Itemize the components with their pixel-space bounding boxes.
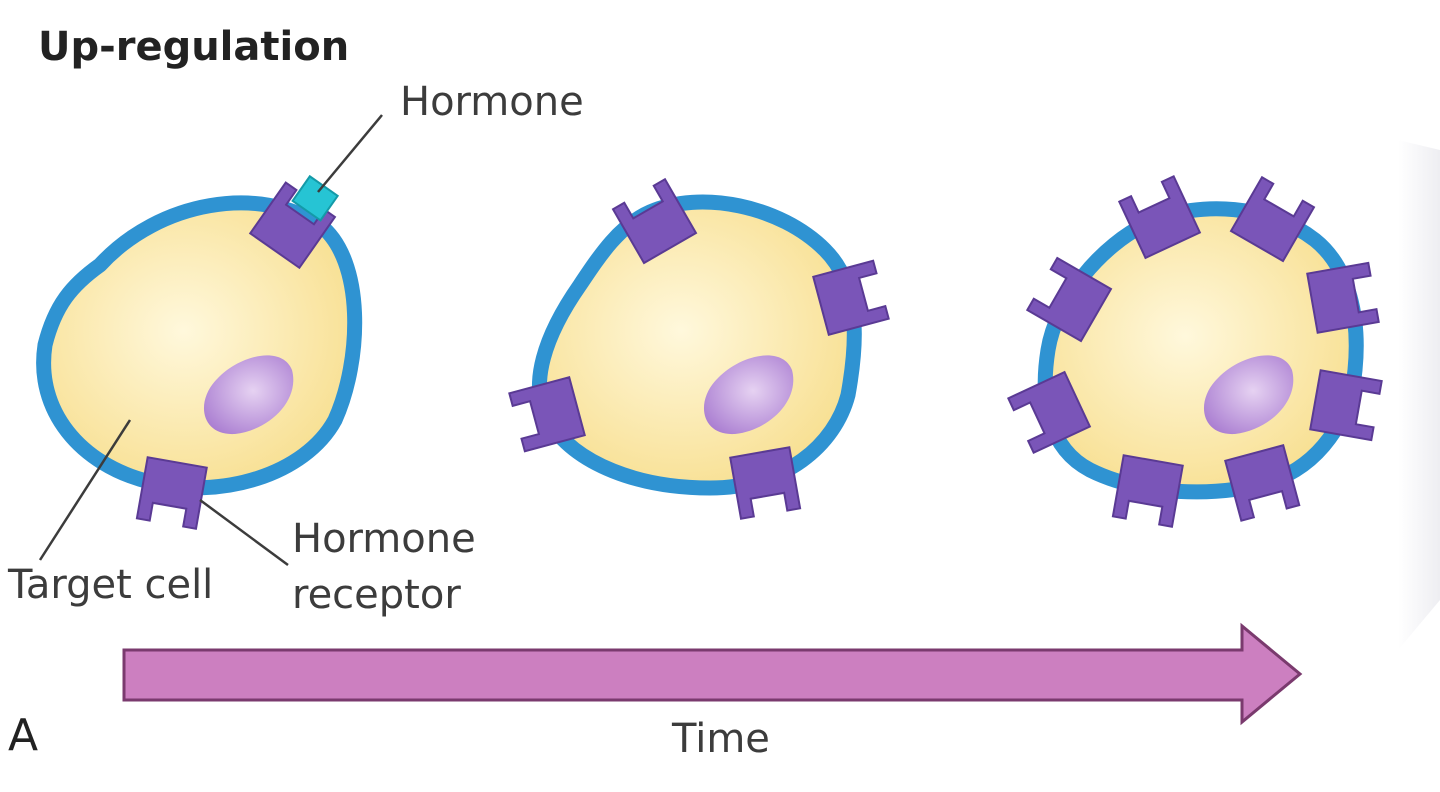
cell-membrane (1037, 201, 1364, 500)
panel-letter: A (8, 710, 38, 761)
cell-stage-3 (1007, 175, 1383, 528)
cell-nucleus (1203, 355, 1294, 435)
cell-nucleus (703, 355, 794, 435)
target-cell-leader-line (38, 419, 132, 561)
hormone-receptor-label-line2: receptor (292, 572, 461, 618)
cell-stage-2 (508, 178, 890, 520)
hormone-receptor (729, 446, 802, 520)
hormone-receptor (1111, 454, 1184, 528)
hormone-receptor (1306, 261, 1380, 334)
page-edge-shading (1398, 140, 1440, 650)
hormone-receptor (1309, 369, 1383, 442)
hormone-receptor-label-line1: Hormone (292, 516, 476, 562)
cell-nucleus (203, 355, 294, 435)
cell-stage-1 (36, 174, 363, 530)
time-arrow (122, 622, 1303, 726)
hormone-label: Hormone (400, 79, 584, 125)
receptor-leader-line (199, 498, 289, 567)
time-label: Time (671, 716, 770, 762)
hormone-receptor (135, 456, 208, 530)
cell-membrane (531, 194, 862, 496)
diagram-title: Up-regulation (38, 24, 349, 70)
target-cell-label: Target cell (7, 562, 213, 608)
hormone-leader-line (317, 114, 383, 193)
